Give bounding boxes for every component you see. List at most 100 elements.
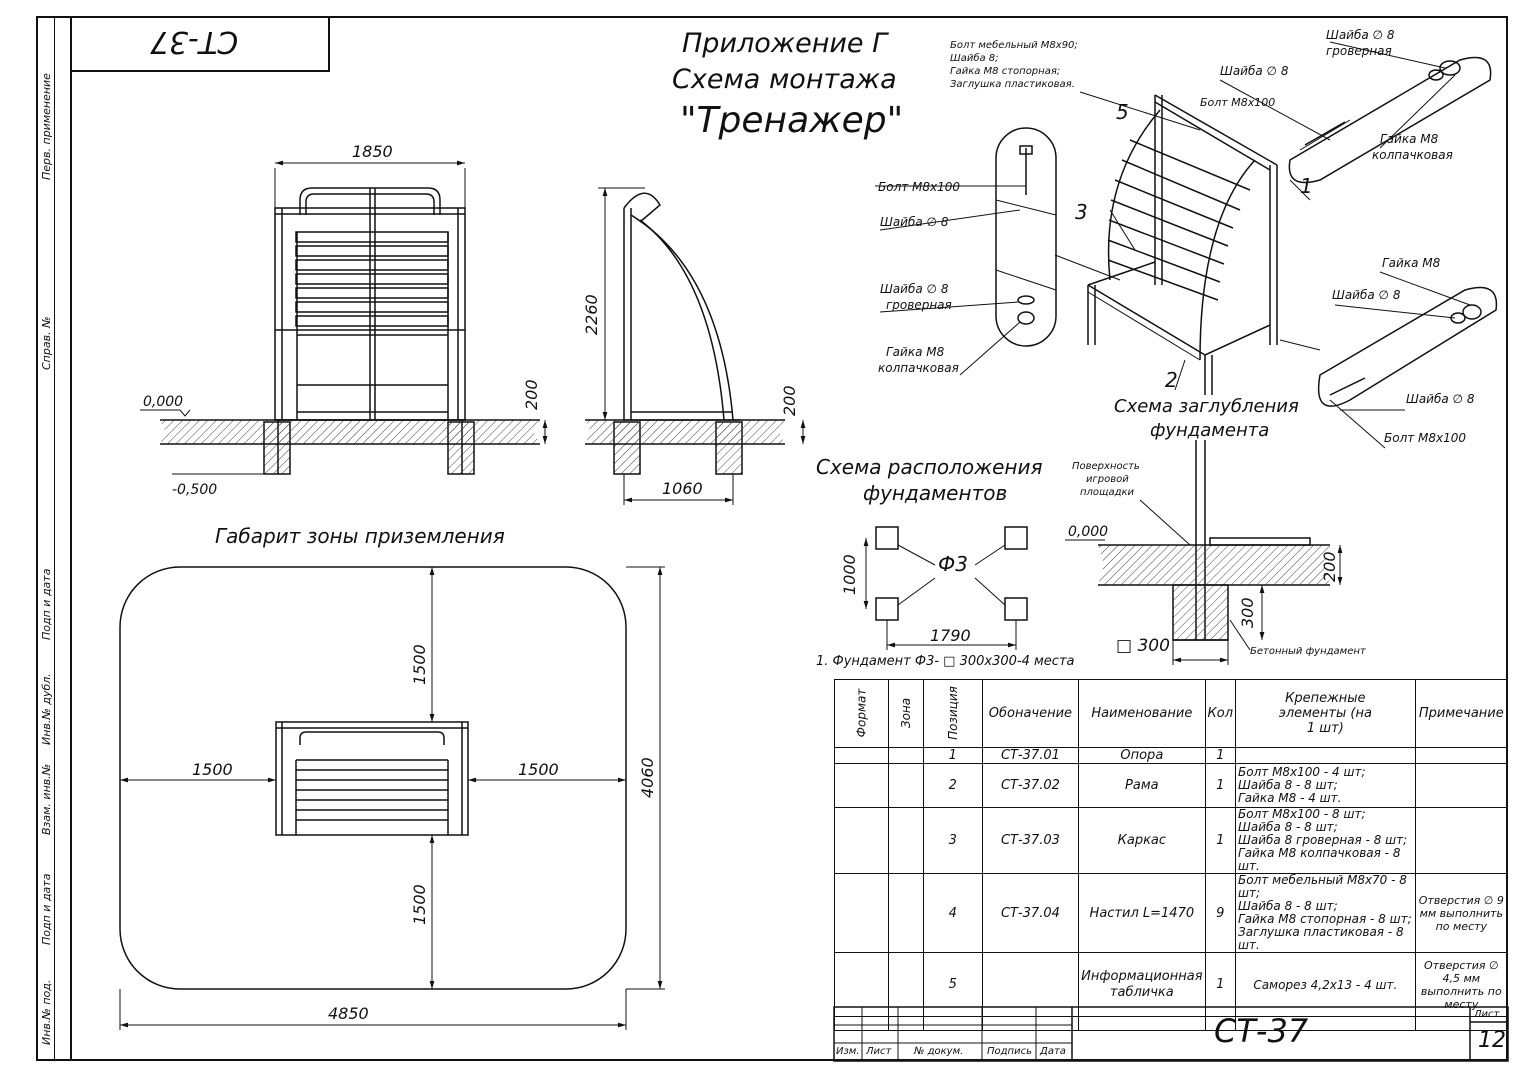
spec-qty: 9 [1204,873,1237,953]
spec-pos: 3 [922,807,983,874]
table-row: 2 СТ-37.02 Рама 1 Болт М8х100 - 4 шт; Ша… [834,763,1509,808]
depth-level: 0,000 [1068,524,1109,540]
spec-name: Опора [1078,747,1206,764]
title-line3: "Тренажер" [680,100,904,141]
depth-title-1: Схема заглубления [1114,396,1299,417]
iso-left-washer: Шайба ∅ 8 [880,215,949,229]
spec-note: Отверстия ∅ 4,5 мм выполнить по месту [1414,952,1509,1017]
iso-right-nut: Гайка М8 [1382,256,1441,270]
title-block-col-doc: № докум. [914,1046,964,1057]
side-length-dim: 1060 [662,479,703,498]
title-line2: Схема монтажа [672,64,897,95]
spec-h-note: Примечание [1414,679,1509,748]
side-height-dim: 2260 [582,294,601,335]
spec-name: Каркас [1078,807,1206,874]
depth-surface-2: игровой [1086,474,1129,485]
iso-left-bolt: Болт М8х100 [878,180,961,194]
side-strip-inner [54,16,73,1061]
landing-top: 1500 [410,644,429,685]
sheet-border [36,16,1508,1061]
spec-fasteners: Болт М8х100 - 4 шт; Шайба 8 - 8 шт; Гайк… [1235,763,1416,808]
side-depth-dim: 200 [780,385,799,416]
landing-title: Габарит зоны приземления [215,524,505,548]
iso-top-bolt: Болт М8х100 [1200,96,1276,109]
iso-bolt-list-0: Болт мебельный М8х90; [950,40,1078,51]
landing-total-w: 4850 [328,1004,369,1023]
table-row: 3 СТ-37.03 Каркас 1 Болт М8х100 - 8 шт; … [834,807,1509,874]
spec-header-row: Формат Зона Позиция Обоначение Наименова… [834,679,1509,748]
spec-name: Рама [1078,763,1206,808]
depth-concrete: Бетонный фундамент [1250,646,1366,657]
side-strip [36,16,72,1061]
spec-fasteners: Болт М8х100 - 8 шт; Шайба 8 - 8 шт; Шайб… [1235,807,1416,874]
spec-designation: СТ-37.02 [981,763,1080,808]
foundation-depth [1065,440,1343,665]
front-level-zero: 0,000 [143,394,184,410]
spec-designation: СТ-37.04 [981,873,1080,953]
title-block-sheet-no: 12 [1478,1028,1506,1053]
title-block-col-list: Лист [866,1046,892,1057]
iso-top-cap-nut-2: колпачковая [1372,148,1453,162]
landing-zone [119,566,665,1030]
landing-left: 1500 [192,760,233,779]
depth-square: □ 300 [1116,636,1170,656]
table-row: 5 Информационная табличка 1 Саморез 4,2х… [834,952,1509,1017]
spec-qty: 1 [1204,807,1237,874]
table-row: 1 СТ-37.01 Опора 1 [834,747,1509,764]
spec-fasteners: Саморез 4,2х13 - 4 шт. [1235,952,1416,1017]
spec-h-name: Наименование [1078,679,1206,748]
spec-h-pos: Позиция [922,679,983,748]
iso-pos-2: 2 [1165,368,1178,392]
iso-right-washer-2: Шайба ∅ 8 [1406,392,1475,406]
spec-h-designation: Обоначение [981,679,1080,748]
iso-view [875,41,1498,449]
front-width-dim: 1850 [352,142,393,161]
front-depth-dim: 200 [522,379,541,410]
spec-fasteners: Болт мебельный М8х70 - 8 шт; Шайба 8 - 8… [1235,873,1416,953]
spec-h-format: Формат [834,679,889,748]
iso-bolt-list-3: Заглушка пластиковая. [950,79,1075,90]
iso-pos-3: 3 [1075,200,1088,224]
spec-pos: 4 [922,873,983,953]
layout-dim-h: 1000 [840,554,859,595]
front-view [140,160,548,475]
spec-h-fasteners: Крепежные элементы (на 1 шт) [1235,679,1416,748]
side-view [585,187,806,505]
depth-dim-300: 300 [1238,597,1257,628]
spec-table: Формат Зона Позиция Обоначение Наименова… [834,679,1509,1031]
landing-total-h: 4060 [638,757,657,798]
depth-dim-200: 200 [1320,551,1339,582]
title-block-sheet-label: Лист [1474,1009,1500,1020]
iso-left-cap-nut: Гайка М8 [886,345,945,359]
title-block-code: СТ-37 [1214,1012,1309,1050]
landing-right: 1500 [518,760,559,779]
front-level-minus: -0,500 [172,482,218,498]
title-line1: Приложение Г [682,28,888,59]
layout-note: 1. Фундамент Ф3- □ 300х300-4 места [816,654,1075,669]
spec-h-zone: Зона [887,679,924,748]
code-box [72,16,330,72]
iso-left-cap-nut-2: колпачковая [878,361,959,375]
spec-pos: 5 [922,952,983,1017]
iso-bolt-list-1: Шайба 8; [950,53,999,64]
layout-title-1: Схема расположения [816,455,1043,479]
title-block-col-izm: Изм. [836,1046,860,1057]
spec-designation: СТ-37.03 [981,807,1080,874]
title-block-col-date: Дата [1040,1046,1066,1057]
iso-top-spring-washer-2: гроверная [1326,44,1392,58]
table-row-empty [834,1016,1509,1031]
spec-h-qty: Кол [1204,679,1237,748]
iso-top-cap-nut: Гайка М8 [1380,132,1439,146]
landing-bottom: 1500 [410,884,429,925]
iso-left-spring-washer-2: гроверная [886,298,952,312]
spec-qty: 1 [1204,763,1237,808]
iso-top-spring-washer: Шайба ∅ 8 [1326,28,1395,42]
spec-pos: 2 [922,763,983,808]
spec-qty: 1 [1204,747,1237,764]
foundation-layout [863,526,1028,650]
layout-title-2: фундаментов [863,481,1008,505]
spec-name: Информационная табличка [1078,952,1206,1017]
depth-title-2: фундамента [1150,420,1270,441]
iso-top-washer: Шайба ∅ 8 [1220,64,1289,78]
